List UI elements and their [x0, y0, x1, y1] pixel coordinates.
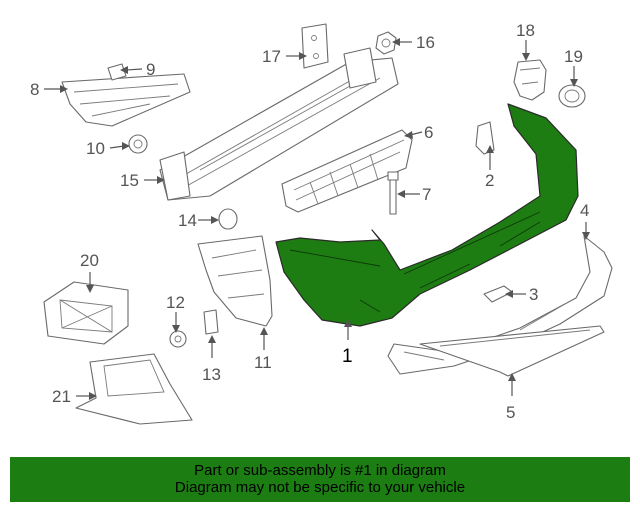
callout-21: 21 [52, 387, 71, 406]
part-7-stud [387, 171, 399, 215]
diagram-notice-banner: Part or sub-assembly is #1 in diagram Di… [10, 457, 630, 502]
callout-15: 15 [120, 171, 139, 190]
callout-7: 7 [422, 185, 431, 204]
callout-11: 11 [254, 353, 272, 372]
callout-4: 4 [580, 201, 589, 220]
notice-line-2: Diagram may not be specific to your vehi… [174, 479, 466, 496]
leader-lines [44, 38, 590, 400]
callout-1: 1 [342, 346, 353, 367]
callout-18: 18 [516, 21, 535, 40]
part-5-strip [419, 325, 605, 377]
part-16-nut [375, 31, 397, 55]
part-20-sensor [43, 281, 129, 345]
part-8-bracket [61, 73, 191, 127]
callout-8: 8 [30, 80, 39, 99]
part-12-bolt [169, 330, 187, 348]
callout-13: 13 [202, 365, 221, 384]
callout-14: 14 [178, 211, 197, 230]
part-21-bracket [75, 353, 193, 425]
notice-line-1: Part or sub-assembly is #1 in diagram [194, 462, 446, 479]
part-9-clip [107, 63, 127, 81]
part-18-bracket [513, 59, 547, 101]
part-14-nut [218, 208, 238, 230]
callout-10: 10 [86, 139, 105, 158]
part-10-nut [128, 134, 148, 154]
part-19-grommet [558, 84, 586, 108]
parts-diagram: 1 2 3 4 5 6 7 8 9 10 11 12 13 14 15 16 1… [30, 21, 613, 425]
callout-5: 5 [506, 403, 515, 422]
part-1-bumper-cover [275, 103, 579, 327]
callout-16: 16 [416, 33, 435, 52]
callout-9: 9 [146, 60, 155, 79]
callout-2: 2 [485, 171, 494, 190]
part-11-bracket [197, 235, 273, 327]
callout-3: 3 [529, 285, 538, 304]
callout-19: 19 [564, 47, 583, 66]
part-15-impact-bar [159, 47, 399, 201]
callout-20: 20 [80, 251, 99, 270]
callout-17: 17 [262, 47, 281, 66]
part-6-absorber [281, 129, 413, 213]
callout-12: 12 [166, 293, 185, 312]
part-13-clip [203, 309, 219, 335]
callout-labels: 1 2 3 4 5 6 7 8 9 10 11 12 13 14 15 16 1… [30, 21, 589, 422]
part-17-plate [301, 23, 329, 69]
callout-6: 6 [424, 123, 433, 142]
